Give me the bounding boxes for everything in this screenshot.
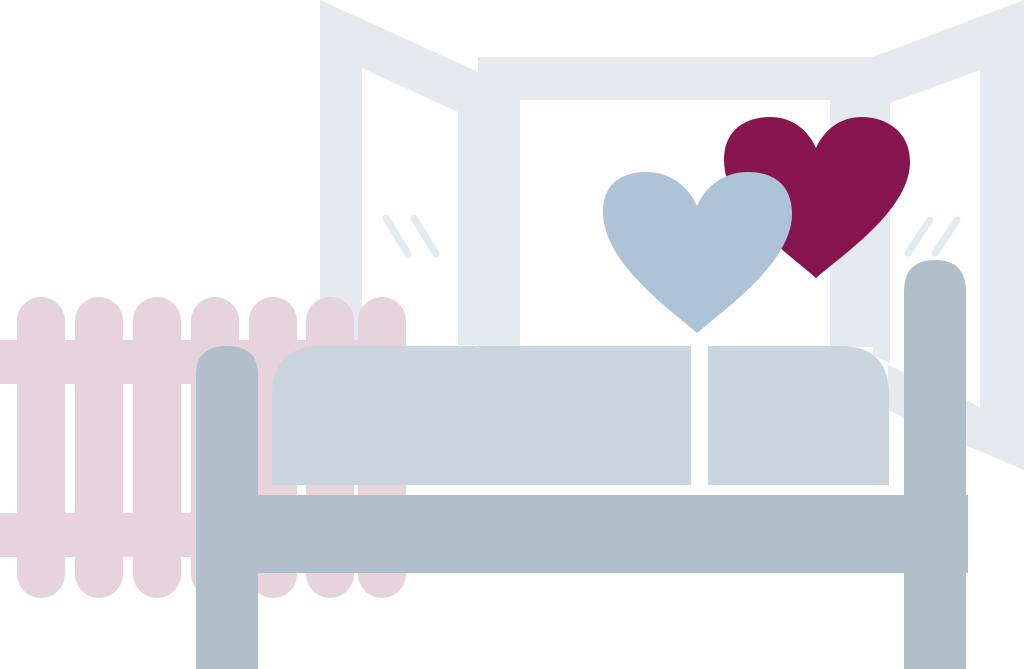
radiator-fin	[75, 297, 123, 598]
bed-left-post	[196, 346, 258, 669]
bed-right-post	[904, 260, 966, 669]
bed-mattress-left	[272, 346, 691, 485]
bed-side-rail	[200, 495, 968, 573]
bed-mattress-right	[708, 346, 889, 485]
radiator-fin	[133, 297, 181, 598]
radiator-fin	[17, 297, 65, 598]
window-left-shutter	[320, 0, 478, 345]
window-glint-left	[382, 214, 440, 258]
bed	[196, 260, 968, 669]
window-top-frame	[478, 57, 873, 100]
hearts	[603, 117, 910, 333]
heart-light-blue	[603, 172, 792, 333]
window-right-shutter	[873, 0, 1024, 470]
window-left-post	[478, 57, 520, 347]
window-glint-right	[904, 216, 961, 257]
